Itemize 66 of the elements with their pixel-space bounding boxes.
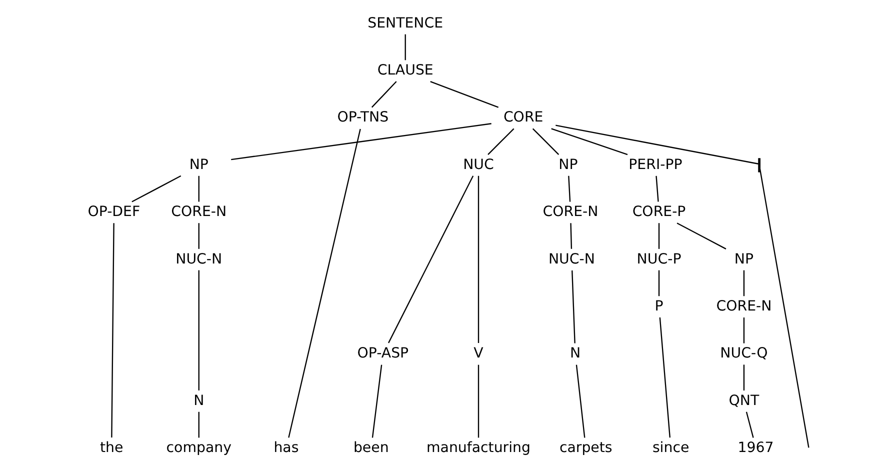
connector <box>743 364 745 390</box>
connector <box>676 222 726 250</box>
connector <box>759 168 810 448</box>
connector <box>198 270 200 390</box>
node-text: SENTENCE <box>368 15 444 32</box>
node-text: OP-DEF <box>88 204 140 220</box>
connector <box>570 223 572 249</box>
connector <box>576 364 586 438</box>
connector <box>111 223 114 438</box>
connector <box>532 128 560 155</box>
node-text: PERI-PP <box>628 156 682 173</box>
node-text: NP <box>189 156 208 173</box>
node-text: NP <box>734 251 754 268</box>
connector <box>231 123 492 160</box>
node-text: QNT <box>728 392 760 409</box>
node-text: NP <box>558 156 578 173</box>
node-text: carpets <box>559 440 612 456</box>
node-text: NUC-N <box>176 251 222 268</box>
node-text: been <box>353 440 389 456</box>
connector <box>430 80 499 108</box>
node-text: CORE <box>503 110 544 126</box>
node-text: 1967 <box>738 440 774 456</box>
connector <box>488 128 514 155</box>
node-text: P <box>654 298 664 314</box>
node-text: CORE-N <box>542 204 598 220</box>
connector <box>658 270 660 296</box>
connector <box>198 223 200 249</box>
connector <box>743 270 745 296</box>
node-text: CORE-N <box>171 204 227 220</box>
node-text: manufacturing <box>426 440 530 456</box>
node-text: NUC-N <box>548 251 595 268</box>
connector <box>656 176 659 202</box>
node-text: NUC <box>463 156 494 173</box>
connector <box>743 317 745 344</box>
node-text: has <box>274 440 299 456</box>
connector <box>371 81 397 108</box>
connector <box>556 124 759 164</box>
connector <box>572 270 576 344</box>
node-text: CLAUSE <box>377 62 434 78</box>
connector <box>198 412 200 438</box>
connector <box>372 364 382 438</box>
node-text: the <box>100 440 124 456</box>
connector <box>198 176 200 202</box>
node-text: N <box>570 346 581 362</box>
connector <box>746 412 754 438</box>
connector <box>659 317 670 438</box>
connector <box>478 176 480 343</box>
node-text: NUC-Q <box>720 346 768 362</box>
node-text: OP-TNS <box>337 110 389 126</box>
connector <box>404 34 406 60</box>
node-text: CORE-P <box>632 204 686 220</box>
node-text: V <box>474 346 484 362</box>
node-text: CORE-N <box>716 298 772 314</box>
connector <box>132 175 182 202</box>
connector <box>288 128 361 438</box>
node-text: since <box>652 440 690 456</box>
connector <box>388 176 474 344</box>
node-bar <box>758 158 760 172</box>
connector <box>551 128 628 156</box>
connector <box>658 223 660 249</box>
node-text: OP-ASP <box>357 346 409 362</box>
node-text: NUC-P <box>636 251 682 268</box>
node-text: company <box>166 440 232 456</box>
node-text: N <box>194 392 204 409</box>
connector <box>478 364 480 438</box>
connector <box>568 176 571 202</box>
